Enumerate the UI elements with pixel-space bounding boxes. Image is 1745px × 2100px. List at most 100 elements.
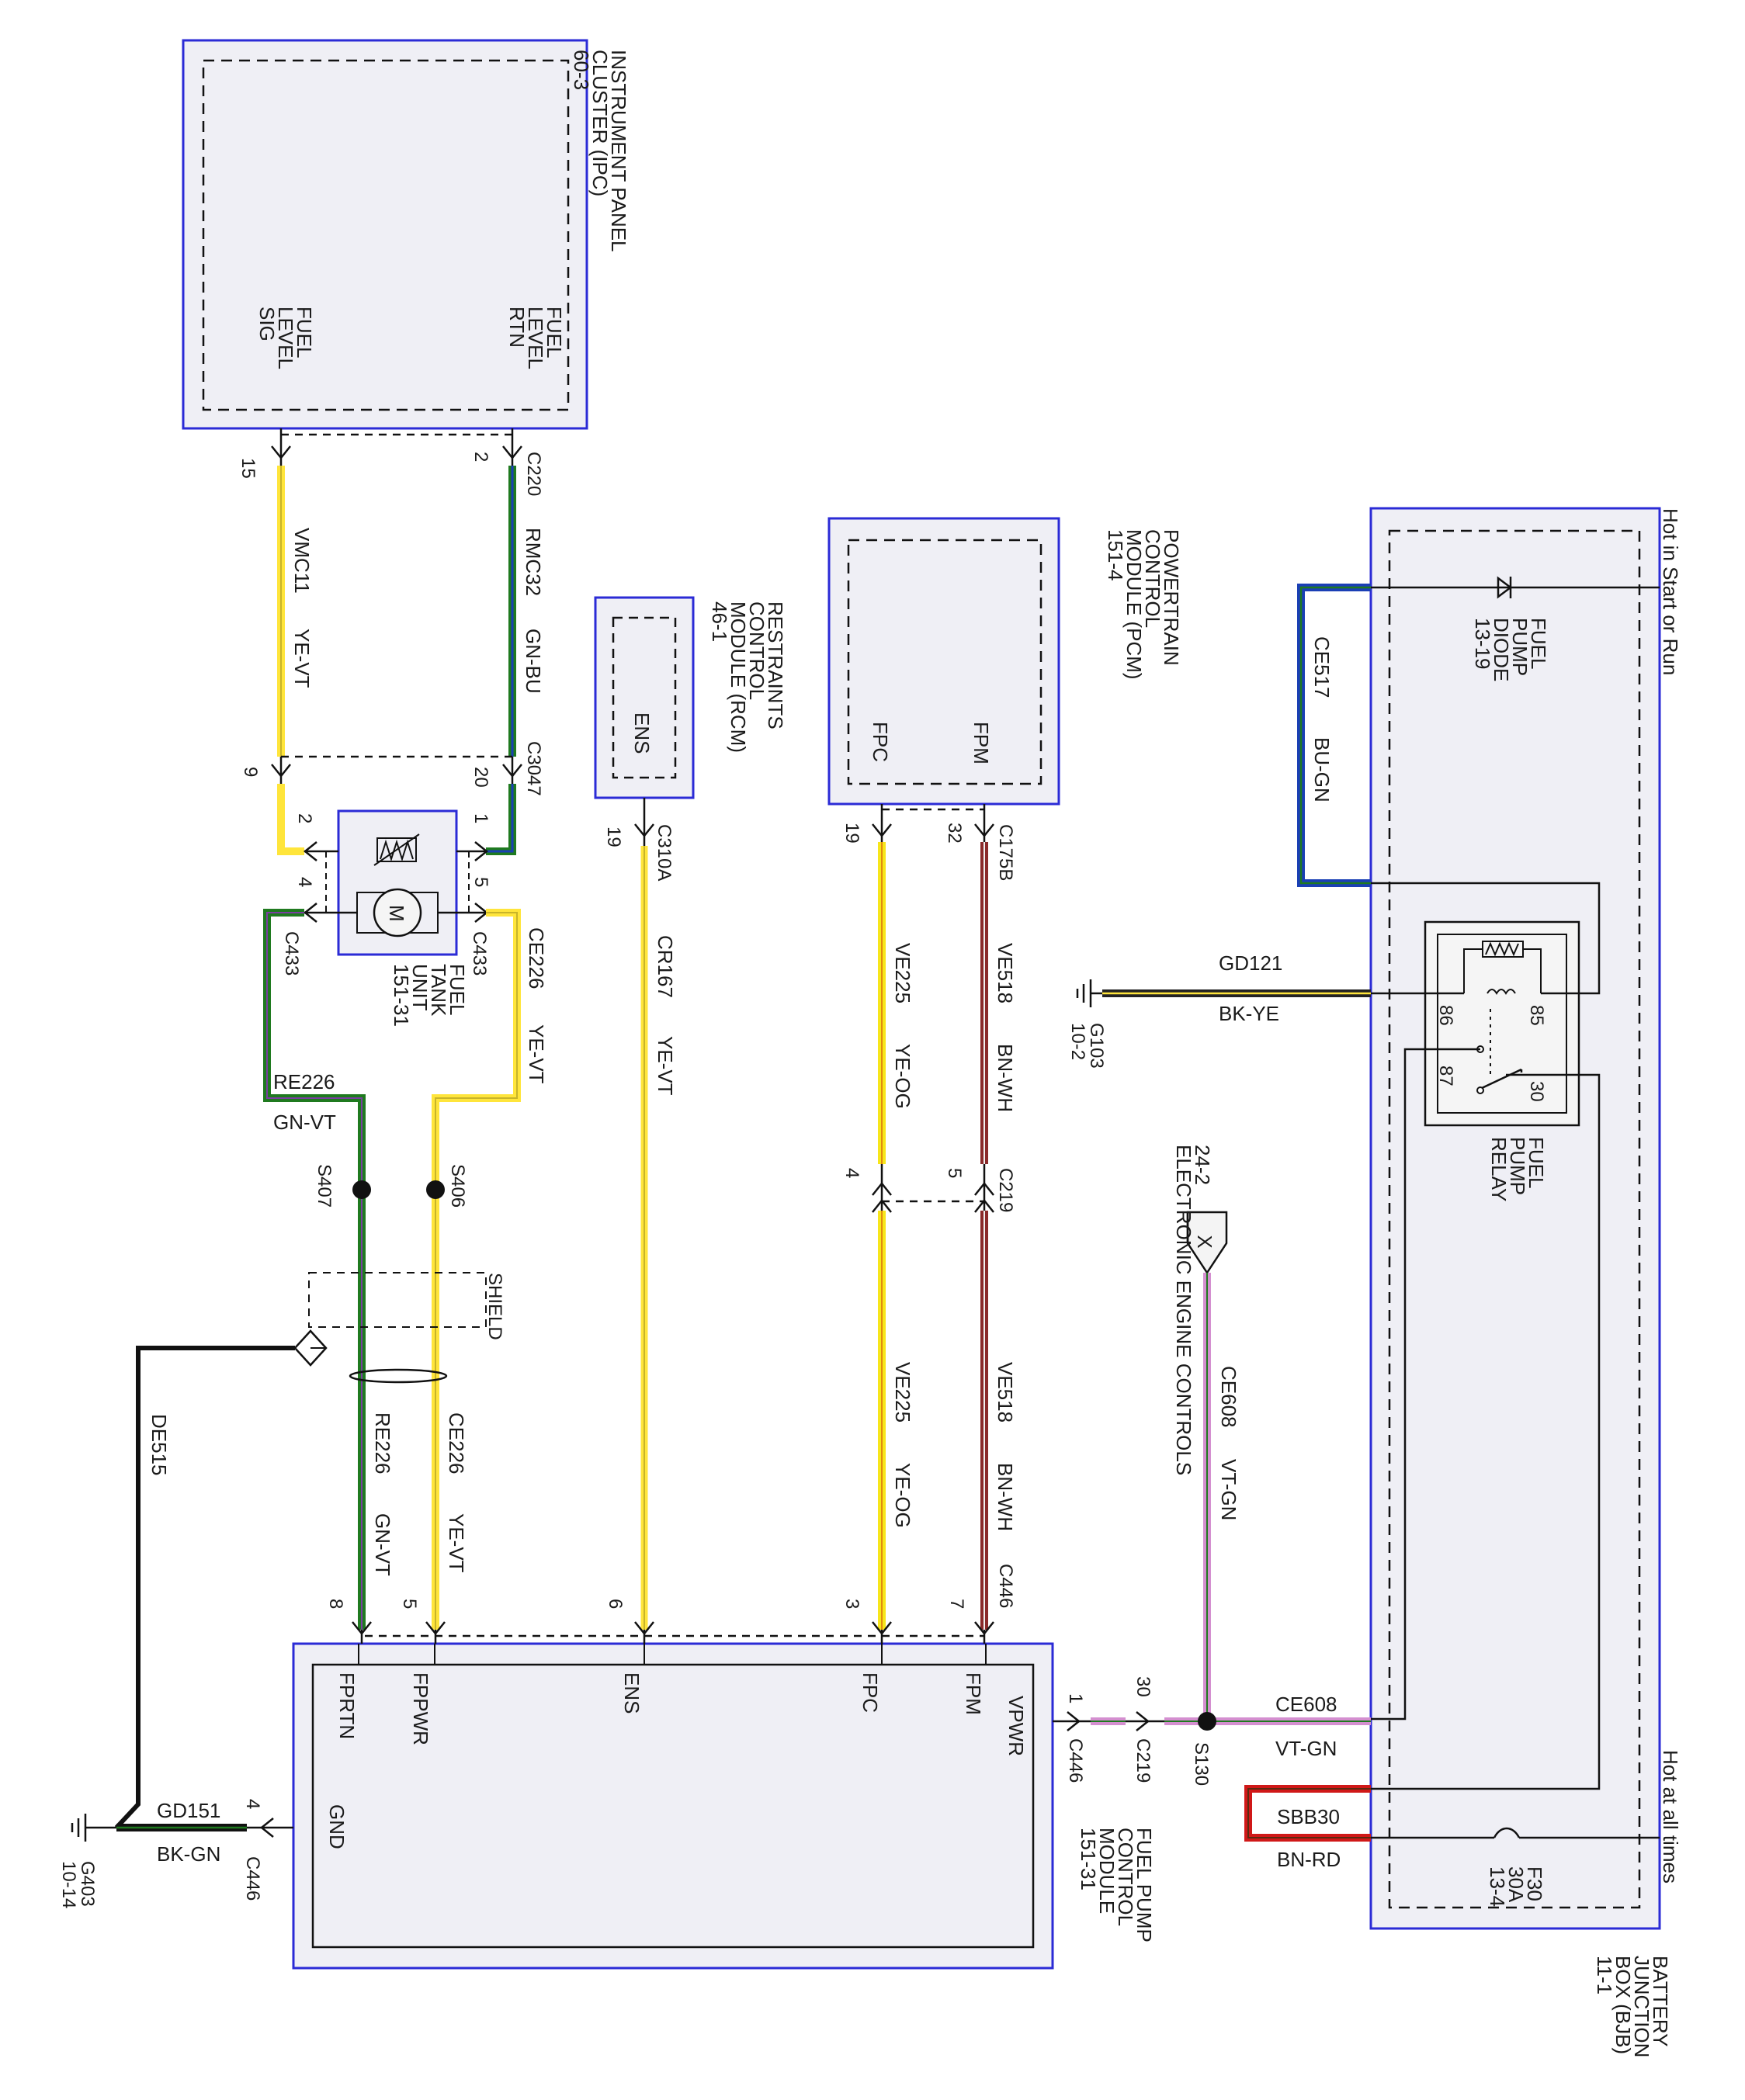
ipc-pin-rtn-2: LEVEL [524,307,547,369]
pin-30: 30 [1133,1676,1154,1697]
rcm-pin-ens: ENS [630,712,654,754]
conn-c175b: C175B [995,824,1016,881]
conn-c3047: C3047 [523,741,544,796]
wire-ce517-label: CE517 [1310,636,1334,698]
pin-5-tank: 5 [470,877,491,887]
fpcm-title-2: CONTROL [1114,1828,1137,1926]
fpcm-title-4: 151-31 [1077,1828,1100,1890]
shield-drain-icon [293,1329,328,1367]
fptu-title-4: 151-31 [390,964,413,1027]
pin-19-pcm: 19 [841,823,862,844]
wire-rmc32-color: GN-BU [522,629,545,694]
ipc-title-2: CLUSTER (IPC) [588,50,612,196]
fpcm-title-3: MODULE [1095,1828,1119,1914]
fuel-tank-unit: M FUEL TANK UNIT 151-31 [337,809,469,1027]
rcm-title-3: MODULE (RCM) [727,601,750,753]
pcm-title-2: CONTROL [1141,529,1164,628]
fpcm-pin-fpc: FPC [859,1672,882,1713]
rcm-title-4: 46-1 [708,601,731,642]
conn-c433-left: C433 [281,931,302,975]
pin-32: 32 [944,823,965,844]
bjb-title-4: 11-1 [1593,1956,1616,1994]
eec-x-label: X [1193,1235,1216,1248]
fptu-title-3: UNIT [408,964,432,1011]
bjb-hot-all: Hot at all times [1659,1750,1682,1883]
bjb-module: Hot in Start or Run Hot at all times BAT… [1369,507,1682,2057]
shield-label: SHIELD [484,1273,505,1340]
wire-gd121-label: GD121 [1219,951,1282,975]
rcm-module: RESTRAINTS CONTROL MODULE (RCM) 46-1 ENS [594,596,787,799]
rcm-title-2: CONTROL [745,601,768,700]
wire-ve518b-color: BN-WH [994,1463,1017,1531]
wire-sbb30-color: BN-RD [1277,1848,1341,1871]
bjb-title-2: JUNCTION [1630,1956,1653,2057]
bjb-title-1: BATTERY [1649,1956,1672,2047]
pcm-title-1: POWERTRAIN [1160,529,1183,666]
wire-ce608a-label: CE608 [1217,1366,1240,1428]
fuel-pump-diode-icon [1497,576,1513,599]
relay-label-2: PUMP [1506,1137,1529,1195]
g103-label-2: 10-2 [1067,1023,1088,1060]
fpcm-pin-gnd: GND [325,1804,349,1849]
wire-ce608a-color: VT-GN [1217,1459,1240,1520]
conn-c219-vpwr: C219 [1133,1738,1154,1783]
wire-rmc32-label: RMC32 [522,528,545,596]
wire-ce608b-color: VT-GN [1275,1737,1337,1760]
g103-label-1: G103 [1086,1023,1107,1069]
pcm-title-3: MODULE (PCM) [1122,529,1146,680]
relay-pin-86: 86 [1435,1005,1456,1026]
conn-c433-right: C433 [469,931,490,975]
wire-ve518a-label: VE518 [994,943,1017,1003]
ipc-module: INSTRUMENT PANEL CLUSTER (IPC) 60-3 FUEL… [182,39,630,430]
fuse-label-2: 30A [1504,1866,1528,1903]
pin-2: 2 [470,452,491,462]
conn-c220: C220 [523,452,544,496]
wire-re226b-label: RE226 [371,1412,394,1475]
wire-ve225b-label: VE225 [891,1362,914,1423]
ipc-title-1: INSTRUMENT PANEL [607,50,630,252]
conn-c446-fpm: C446 [995,1564,1016,1608]
rcm-title-1: RESTRAINTS [764,601,787,729]
ipc-pin-rtn-3: RTN [505,307,529,348]
wire-ve518b-label: VE518 [994,1362,1017,1423]
wire-ce517-color: BU-GN [1310,737,1334,802]
pcm-pin-fpm: FPM [970,722,993,764]
fpcm-pin-fppwr: FPPWR [409,1672,432,1745]
ground-g103-icon [1076,979,1102,1007]
splice-s407 [352,1180,371,1199]
fuse-label-3: 13-4 [1486,1866,1509,1907]
pin-5-fpcm: 5 [399,1599,420,1609]
fpcm-pin-fprtn: FPRTN [335,1672,359,1739]
wire-sbb30-label: SBB30 [1277,1805,1340,1828]
pcm-module: POWERTRAIN CONTROL MODULE (PCM) 151-4 FP… [827,517,1183,806]
diode-label-2: PUMP [1508,618,1532,676]
fuel-pump-relay: 86 85 87 30 [1424,920,1580,1127]
wire-ce608b-label: CE608 [1275,1693,1337,1716]
sender-resistor-icon [376,837,417,862]
pin-8: 8 [325,1599,346,1609]
wire-re226a-color: GN-VT [273,1111,336,1134]
pin-4-tank: 4 [294,877,315,887]
relay-label-1: FUEL [1525,1137,1548,1188]
pin-6: 6 [605,1599,626,1609]
relay-label-3: RELAY [1487,1137,1511,1201]
wire-ve518a-color: BN-WH [994,1044,1017,1112]
pin-5-c219: 5 [944,1168,965,1178]
wire-ce226a-color: YE-VT [525,1024,548,1084]
wire-ce226a-label: CE226 [525,927,548,989]
wire-ve225a-color: YE-OG [891,1044,914,1109]
pcm-title-4: 151-4 [1104,529,1127,581]
fuse-label-1: F30 [1523,1866,1546,1901]
pin-4-gnd: 4 [242,1799,263,1809]
pin-1-vpwr: 1 [1065,1693,1086,1703]
pin-20: 20 [470,767,491,788]
wire-gd151-color: BK-GN [157,1842,220,1866]
conn-c446-gnd: C446 [242,1856,263,1901]
wire-ve225a-label: VE225 [891,943,914,1003]
relay-pin-85: 85 [1526,1005,1547,1026]
wire-vmc11-color: YE-VT [290,629,314,688]
wire-cr167-label: CR167 [654,935,677,998]
ipc-pin-sig-1: FUEL [293,307,316,358]
pin-2-tank: 2 [294,813,315,823]
wire-ve225b-color: YE-OG [891,1463,914,1528]
